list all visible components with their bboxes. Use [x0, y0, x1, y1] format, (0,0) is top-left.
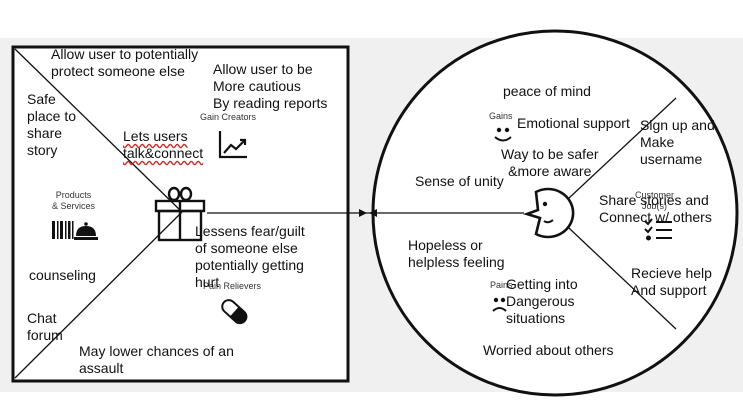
customer-jobs-label: Customer Job(s)	[635, 190, 675, 211]
note-dangerous: Getting into Dangerous situations	[506, 276, 578, 326]
barcode-icon	[52, 221, 74, 239]
fit-arrow-left	[369, 209, 377, 217]
note-way-safer: Way to be safer &more aware	[501, 146, 599, 179]
note-signup: Sign up and Make username	[640, 117, 715, 167]
pill-icon	[221, 299, 248, 325]
value-map-divider-bottom	[14, 211, 183, 379]
fit-arrow-right	[359, 209, 367, 217]
note-lower-chances: May lower chances of an assault	[79, 343, 234, 376]
note-lessens-fear: Lessens fear/guilt of someone else poten…	[195, 223, 305, 290]
pains-label: Pains	[490, 280, 513, 290]
note-share-stories: Share stories and Connect w/ others	[599, 192, 712, 225]
note-emotional-support: Emotional support	[517, 115, 630, 131]
pain-relievers-label: Pain Relievers	[203, 281, 262, 291]
value-map-divider-top	[14, 48, 183, 213]
face-icon	[522, 187, 575, 239]
note-more-cautious: Allow user to be More cautious By readin…	[213, 61, 328, 111]
customer-profile-divider-bottom	[552, 212, 677, 330]
gift-icon	[154, 186, 206, 242]
gain-creators-label: Gain Creators	[200, 112, 257, 122]
note-safe-place: Safe place to share story	[27, 91, 77, 158]
products-services-label: Products & Services	[52, 190, 96, 211]
note-hopeless: Hopeless or helpless feeling	[408, 237, 505, 270]
frown-icon	[492, 297, 507, 312]
gains-label: Gains	[489, 111, 513, 121]
note-sense-unity: Sense of unity	[415, 173, 504, 189]
note-counseling: counseling	[29, 267, 96, 283]
note-peace-of-mind: peace of mind	[503, 83, 591, 99]
note-chat-forum: Chat forum	[27, 310, 63, 343]
checklist-icon	[644, 218, 672, 241]
note-protect-someone: Allow user to potentially protect someon…	[51, 46, 199, 79]
smile-icon	[494, 127, 512, 142]
note-talk-connect: Lets users talk&connect	[123, 128, 204, 161]
chart-up-icon	[218, 131, 247, 159]
note-worried: Worried about others	[483, 342, 614, 358]
bell-icon	[74, 222, 98, 240]
customer-profile-divider-top	[552, 97, 677, 214]
note-receive-help: Recieve help And support	[631, 265, 712, 298]
